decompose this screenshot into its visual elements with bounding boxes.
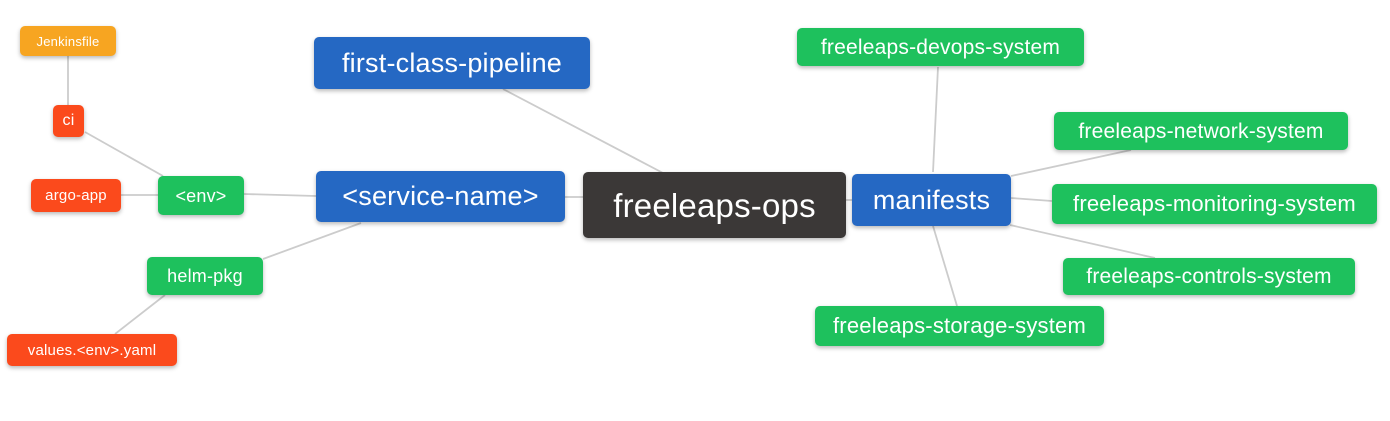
node-freeleaps-ops[interactable]: freeleaps-ops [583, 172, 846, 238]
node-freeleaps-storage-system[interactable]: freeleaps-storage-system [815, 306, 1104, 346]
edge-pipeline-ops [502, 88, 664, 174]
node-helm-pkg[interactable]: helm-pkg [147, 257, 263, 295]
node-jenkinsfile[interactable]: Jenkinsfile [20, 26, 116, 56]
edge-ci-env [84, 131, 164, 177]
edge-manifests-network [1010, 149, 1132, 177]
node-service-name[interactable]: <service-name> [316, 171, 565, 222]
edge-manifests-monitoring [1010, 197, 1053, 202]
node-first-class-pipeline[interactable]: first-class-pipeline [314, 37, 590, 89]
edge-helmpkg-values [114, 294, 166, 335]
node-values-env-yaml[interactable]: values.<env>.yaml [7, 334, 177, 366]
edge-env-servicename [243, 193, 317, 197]
node-argo-app[interactable]: argo-app [31, 179, 121, 212]
edge-manifests-storage [932, 225, 958, 307]
node-env[interactable]: <env> [158, 176, 244, 215]
edge-manifests-controls [1009, 224, 1156, 259]
node-freeleaps-devops-system[interactable]: freeleaps-devops-system [797, 28, 1084, 66]
node-ci[interactable]: ci [53, 105, 84, 137]
edge-manifests-devops [932, 66, 939, 173]
node-freeleaps-monitoring-system[interactable]: freeleaps-monitoring-system [1052, 184, 1377, 224]
node-freeleaps-controls-system[interactable]: freeleaps-controls-system [1063, 258, 1355, 295]
node-freeleaps-network-system[interactable]: freeleaps-network-system [1054, 112, 1348, 150]
node-manifests[interactable]: manifests [852, 174, 1011, 226]
edge-helmpkg-servicename [262, 222, 362, 260]
